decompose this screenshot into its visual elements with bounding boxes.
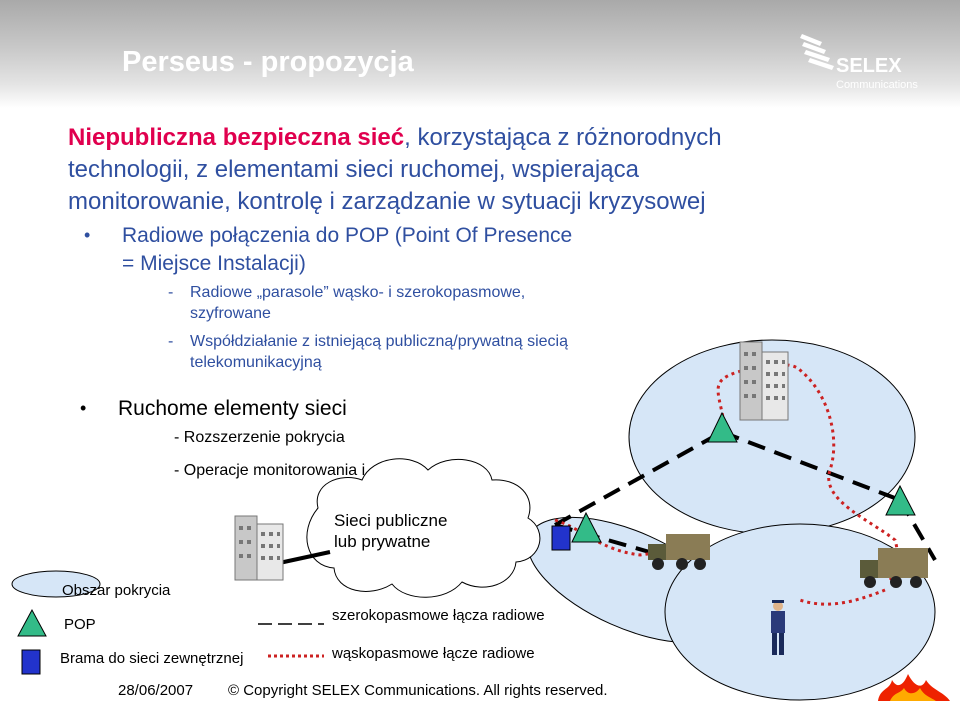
- bullet1-sub1-line1: Radiowe „parasole” wąsko- i szerokopasmo…: [190, 284, 526, 301]
- pop-triangle-icon: [707, 411, 738, 443]
- bullet1-sub1-line2: szyfrowane: [190, 305, 271, 322]
- bullet2-sub1: - Rozszerzenie pokrycia: [174, 429, 345, 446]
- lead-line-2: technologii, z elementami sieci ruchomej…: [68, 156, 639, 183]
- military-truck-icon: [648, 534, 710, 570]
- legend-coverage-swatch: [11, 570, 101, 598]
- cloud-label-line1: Sieci publiczne: [334, 511, 448, 530]
- cloud-label-line2: lub prywatne: [334, 532, 431, 551]
- bullet2-label: Ruchome elementy sieci: [118, 397, 347, 420]
- bullet1-line1: Radiowe połączenia do POP (Point Of Pres…: [122, 224, 573, 247]
- lead-highlight: Niepubliczna bezpieczna sieć: [68, 124, 405, 151]
- police-officer-icon: [771, 600, 785, 655]
- lead-line-3: monitorowanie, kontrolę i zarządzanie w …: [68, 188, 706, 215]
- military-truck-icon: [860, 548, 928, 588]
- pop-triangle-icon: [885, 484, 916, 516]
- logo-sub: Communications: [836, 79, 918, 91]
- legend-coverage-label: Obszar pokrycia: [62, 582, 171, 599]
- legend-broadband-label: szerokopasmowe łącza radiowe: [332, 607, 545, 624]
- pop-triangle-icon: [571, 511, 602, 543]
- gateway-square-icon: [551, 525, 571, 551]
- header-band: [0, 0, 960, 108]
- bullet-dot-1: •: [84, 225, 91, 245]
- bullet1-line2: = Miejsce Instalacji): [122, 252, 306, 275]
- legend-pop-label: POP: [64, 616, 96, 633]
- footer-copyright: © Copyright SELEX Communications. All ri…: [228, 682, 608, 699]
- legend-gateway-swatch: [21, 649, 41, 675]
- sub-dash-1: -: [168, 284, 174, 301]
- building-icon: [739, 341, 789, 421]
- bullet-dot-2: •: [80, 398, 87, 418]
- legend-pop-swatch: [17, 608, 47, 637]
- building-icon: [234, 515, 284, 581]
- selex-wing-icon: [800, 34, 834, 70]
- fire-icon: [878, 674, 950, 701]
- logo-brand: SELEX: [836, 55, 902, 77]
- narrowband-links: [554, 363, 899, 606]
- legend-gateway-label: Brama do sieci zewnętrznej: [60, 650, 244, 667]
- legend-narrowband-label: wąskopasmowe łącze radiowe: [332, 645, 535, 662]
- slide-title: Perseus - propozycja: [122, 46, 414, 78]
- lead-line-1: Niepubliczna bezpieczna sieć, korzystają…: [68, 124, 722, 152]
- footer-date: 28/06/2007: [118, 682, 194, 699]
- selex-logo: SELEX Communications: [800, 34, 918, 91]
- sub-dash-2: -: [168, 333, 174, 350]
- bullet2-sub2: - Operacje monitorowania i czujniki: [174, 462, 423, 479]
- lead-line-1-rest: , korzystająca z różnorodnych: [404, 124, 722, 151]
- bullet1-sub2-line2: telekomunikacyjną: [190, 354, 322, 371]
- bullet1-sub2-line1: Współdziałanie z istniejącą publiczną/pr…: [190, 333, 568, 350]
- public-network-cloud: [306, 458, 541, 598]
